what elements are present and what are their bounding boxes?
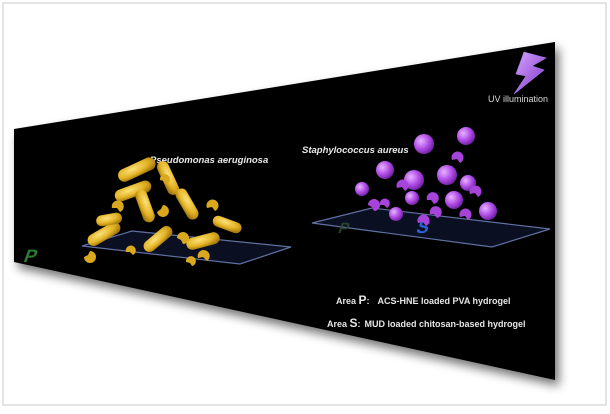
rod-bacterium bbox=[212, 215, 242, 234]
coccus-bacterium bbox=[355, 182, 369, 196]
fragment bbox=[368, 199, 380, 211]
pseudomonas-cluster bbox=[87, 157, 242, 253]
fragment bbox=[177, 232, 189, 244]
rod-bacterium bbox=[135, 189, 155, 223]
coccus-fragments bbox=[368, 151, 482, 226]
rod-bacterium bbox=[118, 157, 156, 182]
rod-bacterium bbox=[96, 212, 122, 227]
fragment bbox=[396, 179, 409, 191]
rod-bacterium bbox=[175, 188, 199, 220]
coccus-bacterium bbox=[405, 191, 419, 205]
fragment bbox=[429, 206, 442, 218]
black-panel bbox=[14, 42, 555, 380]
rod-bacterium bbox=[87, 222, 121, 246]
area-s-legend: Area S:MUD loaded chitosan-based hydroge… bbox=[327, 316, 526, 330]
uv-label: UV illumination bbox=[488, 94, 548, 104]
fragment bbox=[459, 208, 472, 220]
fragment bbox=[417, 214, 430, 226]
coccus-bacterium bbox=[445, 191, 463, 209]
lightning-bolt-icon bbox=[513, 51, 547, 95]
coccus-bacterium bbox=[389, 207, 403, 221]
fragment bbox=[84, 251, 96, 263]
fragment bbox=[197, 250, 210, 261]
fragment bbox=[451, 151, 464, 163]
staphylococcus-cluster bbox=[355, 127, 497, 221]
coccus-bacterium bbox=[479, 202, 497, 220]
fragment bbox=[426, 192, 439, 204]
rod-bacterium bbox=[114, 180, 152, 202]
coccus-bacterium bbox=[404, 170, 424, 190]
rod-bacterium bbox=[186, 232, 220, 250]
label-pseudomonas: Pseudomonas aeruginosa bbox=[150, 155, 268, 166]
coccus-bacterium bbox=[376, 161, 394, 179]
fragment bbox=[111, 200, 124, 212]
fragment bbox=[159, 174, 170, 184]
fragment bbox=[125, 245, 136, 255]
fragment bbox=[469, 185, 482, 197]
coccus-bacterium bbox=[437, 165, 457, 185]
fragment bbox=[185, 256, 196, 266]
figure-border bbox=[2, 2, 607, 406]
fragment bbox=[157, 205, 169, 217]
area-p-legend: Area P:ACS-HNE loaded PVA hydrogel bbox=[336, 293, 511, 307]
coccus-bacterium bbox=[414, 134, 434, 154]
rod-bacterium bbox=[143, 225, 173, 253]
coccus-bacterium bbox=[457, 127, 475, 145]
label-staphylococcus: Staphylococcus aureus bbox=[302, 145, 409, 156]
fragment bbox=[206, 199, 219, 211]
fragment bbox=[379, 198, 390, 208]
rod-fragments bbox=[84, 174, 219, 266]
plate-right: P S bbox=[311, 207, 551, 248]
